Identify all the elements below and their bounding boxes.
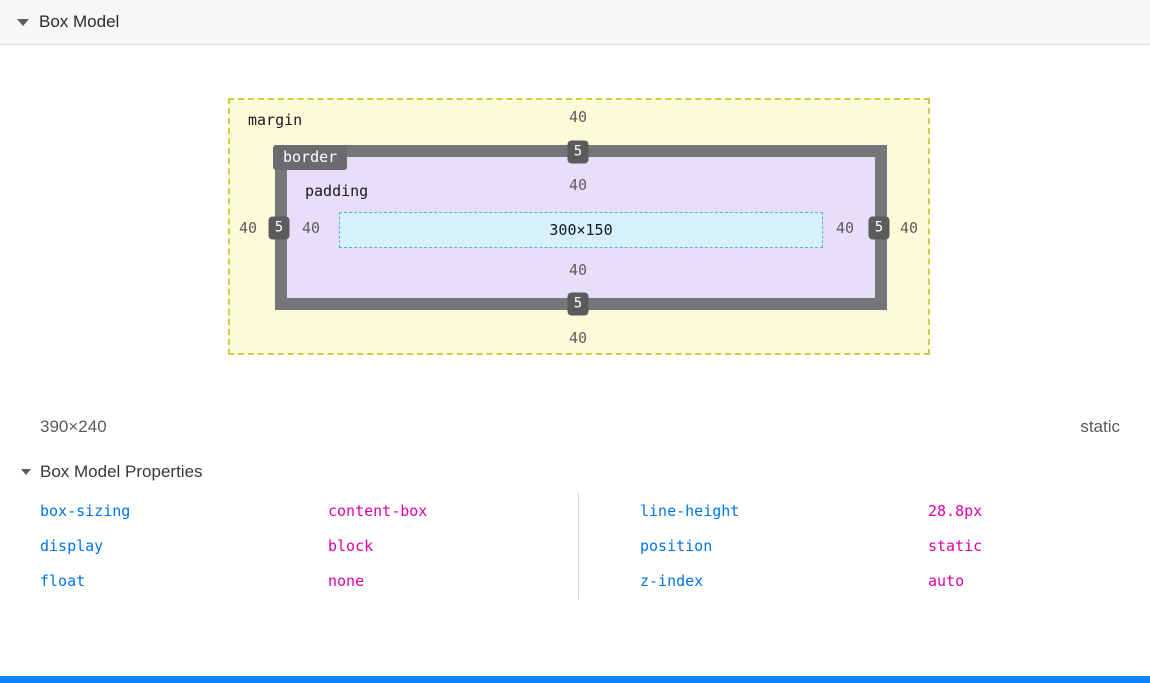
property-name: display <box>40 536 104 555</box>
properties-grid: box-sizing content-box display block flo… <box>0 493 1150 599</box>
property-value: none <box>328 571 365 590</box>
element-summary: 390×240 static <box>40 417 1120 437</box>
border-region[interactable]: 300×150 <box>275 145 887 310</box>
chevron-down-icon[interactable] <box>21 469 31 475</box>
margin-top-value[interactable]: 40 <box>568 108 588 126</box>
element-dimensions: 390×240 <box>40 417 107 436</box>
properties-column-right: line-height 28.8px position static z-ind… <box>579 493 1150 599</box>
property-value: static <box>928 536 983 555</box>
property-row: z-index auto <box>579 563 1150 598</box>
border-label: border <box>273 145 348 170</box>
property-name: z-index <box>640 571 704 590</box>
margin-bottom-value[interactable]: 40 <box>568 329 588 347</box>
property-row: box-sizing content-box <box>0 493 578 528</box>
property-value: block <box>328 536 374 555</box>
property-value: 28.8px <box>928 501 983 520</box>
border-left-value[interactable]: 5 <box>268 216 290 240</box>
property-name: line-height <box>640 501 740 520</box>
border-top-value[interactable]: 5 <box>567 140 589 164</box>
properties-title: Box Model Properties <box>40 462 203 481</box>
property-value: auto <box>928 571 965 590</box>
padding-left-value[interactable]: 40 <box>301 219 321 237</box>
element-position: static <box>1080 417 1120 436</box>
property-row: line-height 28.8px <box>579 493 1150 528</box>
content-size-label[interactable]: 300×150 <box>549 221 613 239</box>
panel-title: Box Model <box>39 12 120 31</box>
border-right-value[interactable]: 5 <box>868 216 890 240</box>
property-name: position <box>640 536 713 555</box>
margin-right-value[interactable]: 40 <box>899 219 919 237</box>
property-name: float <box>40 571 86 590</box>
margin-region[interactable]: 300×150 <box>228 98 930 355</box>
property-name: box-sizing <box>40 501 131 520</box>
property-value: content-box <box>328 501 428 520</box>
padding-right-value[interactable]: 40 <box>835 219 855 237</box>
property-row: position static <box>579 528 1150 563</box>
padding-label: padding <box>305 182 369 200</box>
property-row: display block <box>0 528 578 563</box>
properties-column-left: box-sizing content-box display block flo… <box>0 493 579 599</box>
padding-bottom-value[interactable]: 40 <box>568 261 588 279</box>
property-row: float none <box>0 563 578 598</box>
border-bottom-value[interactable]: 5 <box>567 292 589 316</box>
margin-left-value[interactable]: 40 <box>238 219 258 237</box>
box-model-diagram: 300×150 margin border padding 40 5 40 40… <box>228 98 930 355</box>
selection-highlight-bar <box>0 676 1150 683</box>
chevron-down-icon[interactable] <box>17 18 29 26</box>
padding-top-value[interactable]: 40 <box>568 176 588 194</box>
content-region[interactable]: 300×150 <box>339 212 823 248</box>
box-model-section-header[interactable]: Box Model <box>0 0 1150 45</box>
box-model-properties-header[interactable]: Box Model Properties <box>0 460 1150 484</box>
margin-label: margin <box>248 111 303 129</box>
